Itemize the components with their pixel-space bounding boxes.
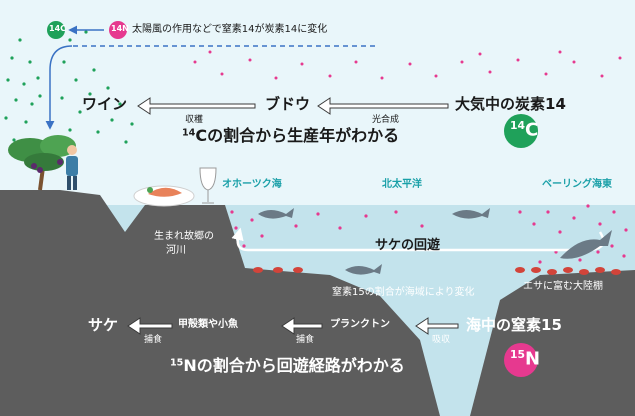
carbon-conclusion-text: Cの割合から生産年がわかる — [195, 126, 400, 145]
grape-label: ブドウ — [265, 95, 311, 113]
nitrogen-conclusion-sup: 15 — [170, 357, 184, 369]
carbon-source: 大気中の炭素14 — [455, 95, 566, 113]
okhotsk-label: オホーツク海 — [222, 179, 282, 190]
transform-arrow — [45, 45, 73, 130]
arrow-absorb — [415, 317, 459, 335]
arrow-predation-2 — [127, 317, 173, 335]
carbon-conclusion-sup: 14 — [182, 127, 196, 139]
n-badge-large — [504, 343, 538, 377]
north-pacific-label: 北太平洋 — [382, 179, 422, 190]
c-badge-large-sup: 14 — [510, 119, 526, 132]
crab-icon — [253, 267, 621, 275]
step-predation-1: 捕食 — [296, 335, 315, 345]
nitrogen-conclusion: 15Nの割合から回遊経路がわかる — [170, 358, 405, 374]
bering-label: ベーリング海東 — [542, 179, 612, 190]
c-badge-small — [47, 21, 65, 39]
nitrogen-source: 海中の窒素15 — [466, 316, 562, 334]
carbon-dots — [4, 30, 134, 144]
nitrogen-dots-sky — [193, 50, 622, 80]
salmon-label: サケ — [88, 316, 119, 334]
n-badge-large-text: N — [525, 348, 541, 370]
step-photosynthesis: 光合成 — [372, 115, 400, 125]
n-badge-small — [109, 21, 127, 39]
c-badge-large-text: C — [525, 119, 539, 141]
salmon-icon — [258, 208, 612, 275]
arrow-photosynthesis — [317, 97, 449, 115]
salmon-dish-icon — [133, 185, 195, 207]
arrow-harvest — [137, 97, 256, 115]
nitrogen-conclusion-text: Nの割合から回遊経路がわかる — [183, 356, 405, 375]
river-label-1: 生まれ故郷の — [154, 231, 214, 242]
river-label-2: 河川 — [166, 245, 186, 256]
plankton-label: プランクトン — [330, 319, 390, 330]
continental-shelf — [470, 270, 635, 416]
n-badge-label: 14N — [111, 24, 129, 33]
wine-label: ワイン — [82, 95, 128, 113]
arrow-predation-1 — [281, 317, 323, 335]
nitrogen-dots-sea — [230, 204, 628, 264]
step-harvest: 収穫 — [185, 115, 204, 125]
step-absorb: 吸収 — [432, 335, 451, 345]
grape-tree-icon — [8, 135, 76, 191]
step-predation-2: 捕食 — [144, 335, 163, 345]
c-badge-label: 14C — [49, 24, 67, 33]
land-west — [0, 190, 440, 416]
migration-label: サケの回遊 — [375, 238, 441, 253]
nitrogen-note: 窒素15の割合が海域により変化 — [332, 287, 475, 298]
transform-text: 太陽風の作用などで窒素14が炭素14に変化 — [132, 24, 328, 35]
wine-glass-icon — [199, 167, 217, 204]
c-badge-large-label: 14C — [510, 119, 539, 141]
c-badge-large — [504, 114, 538, 148]
farmer-icon — [66, 145, 78, 190]
n-badge-large-label: 15N — [510, 348, 541, 370]
n-badge-large-sup: 15 — [510, 348, 526, 361]
sky — [0, 0, 635, 205]
carbon-conclusion: 14Cの割合から生産年がわかる — [182, 128, 399, 144]
crustacean-label: 甲殻類や小魚 — [178, 319, 238, 330]
shelf-label: エサに富む大陸棚 — [523, 281, 603, 292]
